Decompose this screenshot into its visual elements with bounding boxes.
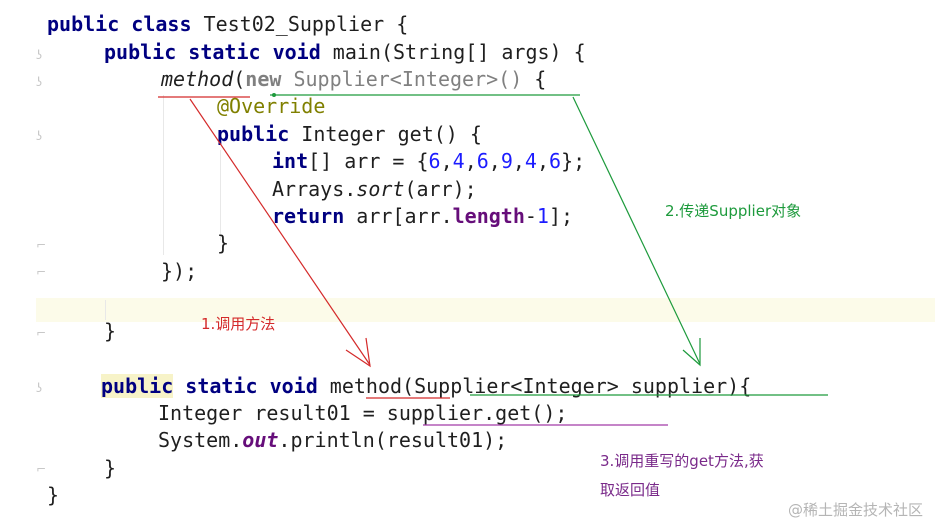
code-line-16: System.out.println(result01); [158, 428, 508, 452]
code-line-4: @Override [217, 94, 326, 118]
indent-guide [105, 300, 106, 320]
fold-end-icon[interactable]: ⌐ [36, 462, 47, 476]
green-dot [272, 93, 276, 97]
red-arrowhead [345, 337, 371, 368]
green-arrow-line [572, 96, 701, 365]
code-line-2: public static void main(String[] args) { [104, 40, 586, 64]
code-line-6: int[] arr = {6,4,6,9,4,6}; [272, 149, 586, 173]
code-line-17: } [104, 456, 117, 480]
code-line-7: Arrays.sort(arr); [272, 177, 477, 201]
indent-guide [220, 150, 221, 240]
code-line-12: } [104, 319, 117, 343]
current-line-highlight [36, 298, 935, 322]
code-line-10: }); [161, 259, 198, 283]
fold-marker-icon[interactable]: ʖ [36, 381, 43, 395]
fold-marker-icon[interactable]: ʖ [36, 75, 43, 89]
red-arrow-line [189, 98, 371, 366]
fold-marker-icon[interactable]: ʖ [36, 48, 43, 62]
note-pass-supplier: 2.传递Supplier对象 [665, 202, 802, 220]
editor-gutter [0, 0, 46, 530]
code-line-8: return arr[arr.length-1]; [272, 204, 574, 228]
code-line-15: Integer result01 = supplier.get(); [158, 401, 568, 425]
code-line-3: method(new Supplier<Integer>() { [161, 67, 547, 91]
fold-end-icon[interactable]: ⌐ [36, 265, 47, 279]
watermark: @稀土掘金技术社区 [787, 501, 923, 519]
green-arrowhead [682, 338, 701, 367]
fold-marker-icon[interactable]: ʖ [36, 129, 43, 143]
code-line-14: public static void method(Supplier<Integ… [101, 374, 752, 398]
note-call-get-line1: 3.调用重写的get方法,获 [600, 452, 764, 470]
note-call-method: 1.调用方法 [201, 315, 276, 333]
fold-end-icon[interactable]: ⌐ [36, 238, 47, 252]
fold-end-icon[interactable]: ⌐ [36, 326, 47, 340]
code-line-1: public class Test02_Supplier { [47, 12, 409, 36]
note-call-get-line2: 取返回值 [600, 481, 661, 499]
code-line-5: public Integer get() { [217, 122, 482, 146]
code-line-18: } [47, 483, 60, 507]
code-line-9: } [217, 231, 230, 255]
indent-guide [163, 95, 164, 255]
